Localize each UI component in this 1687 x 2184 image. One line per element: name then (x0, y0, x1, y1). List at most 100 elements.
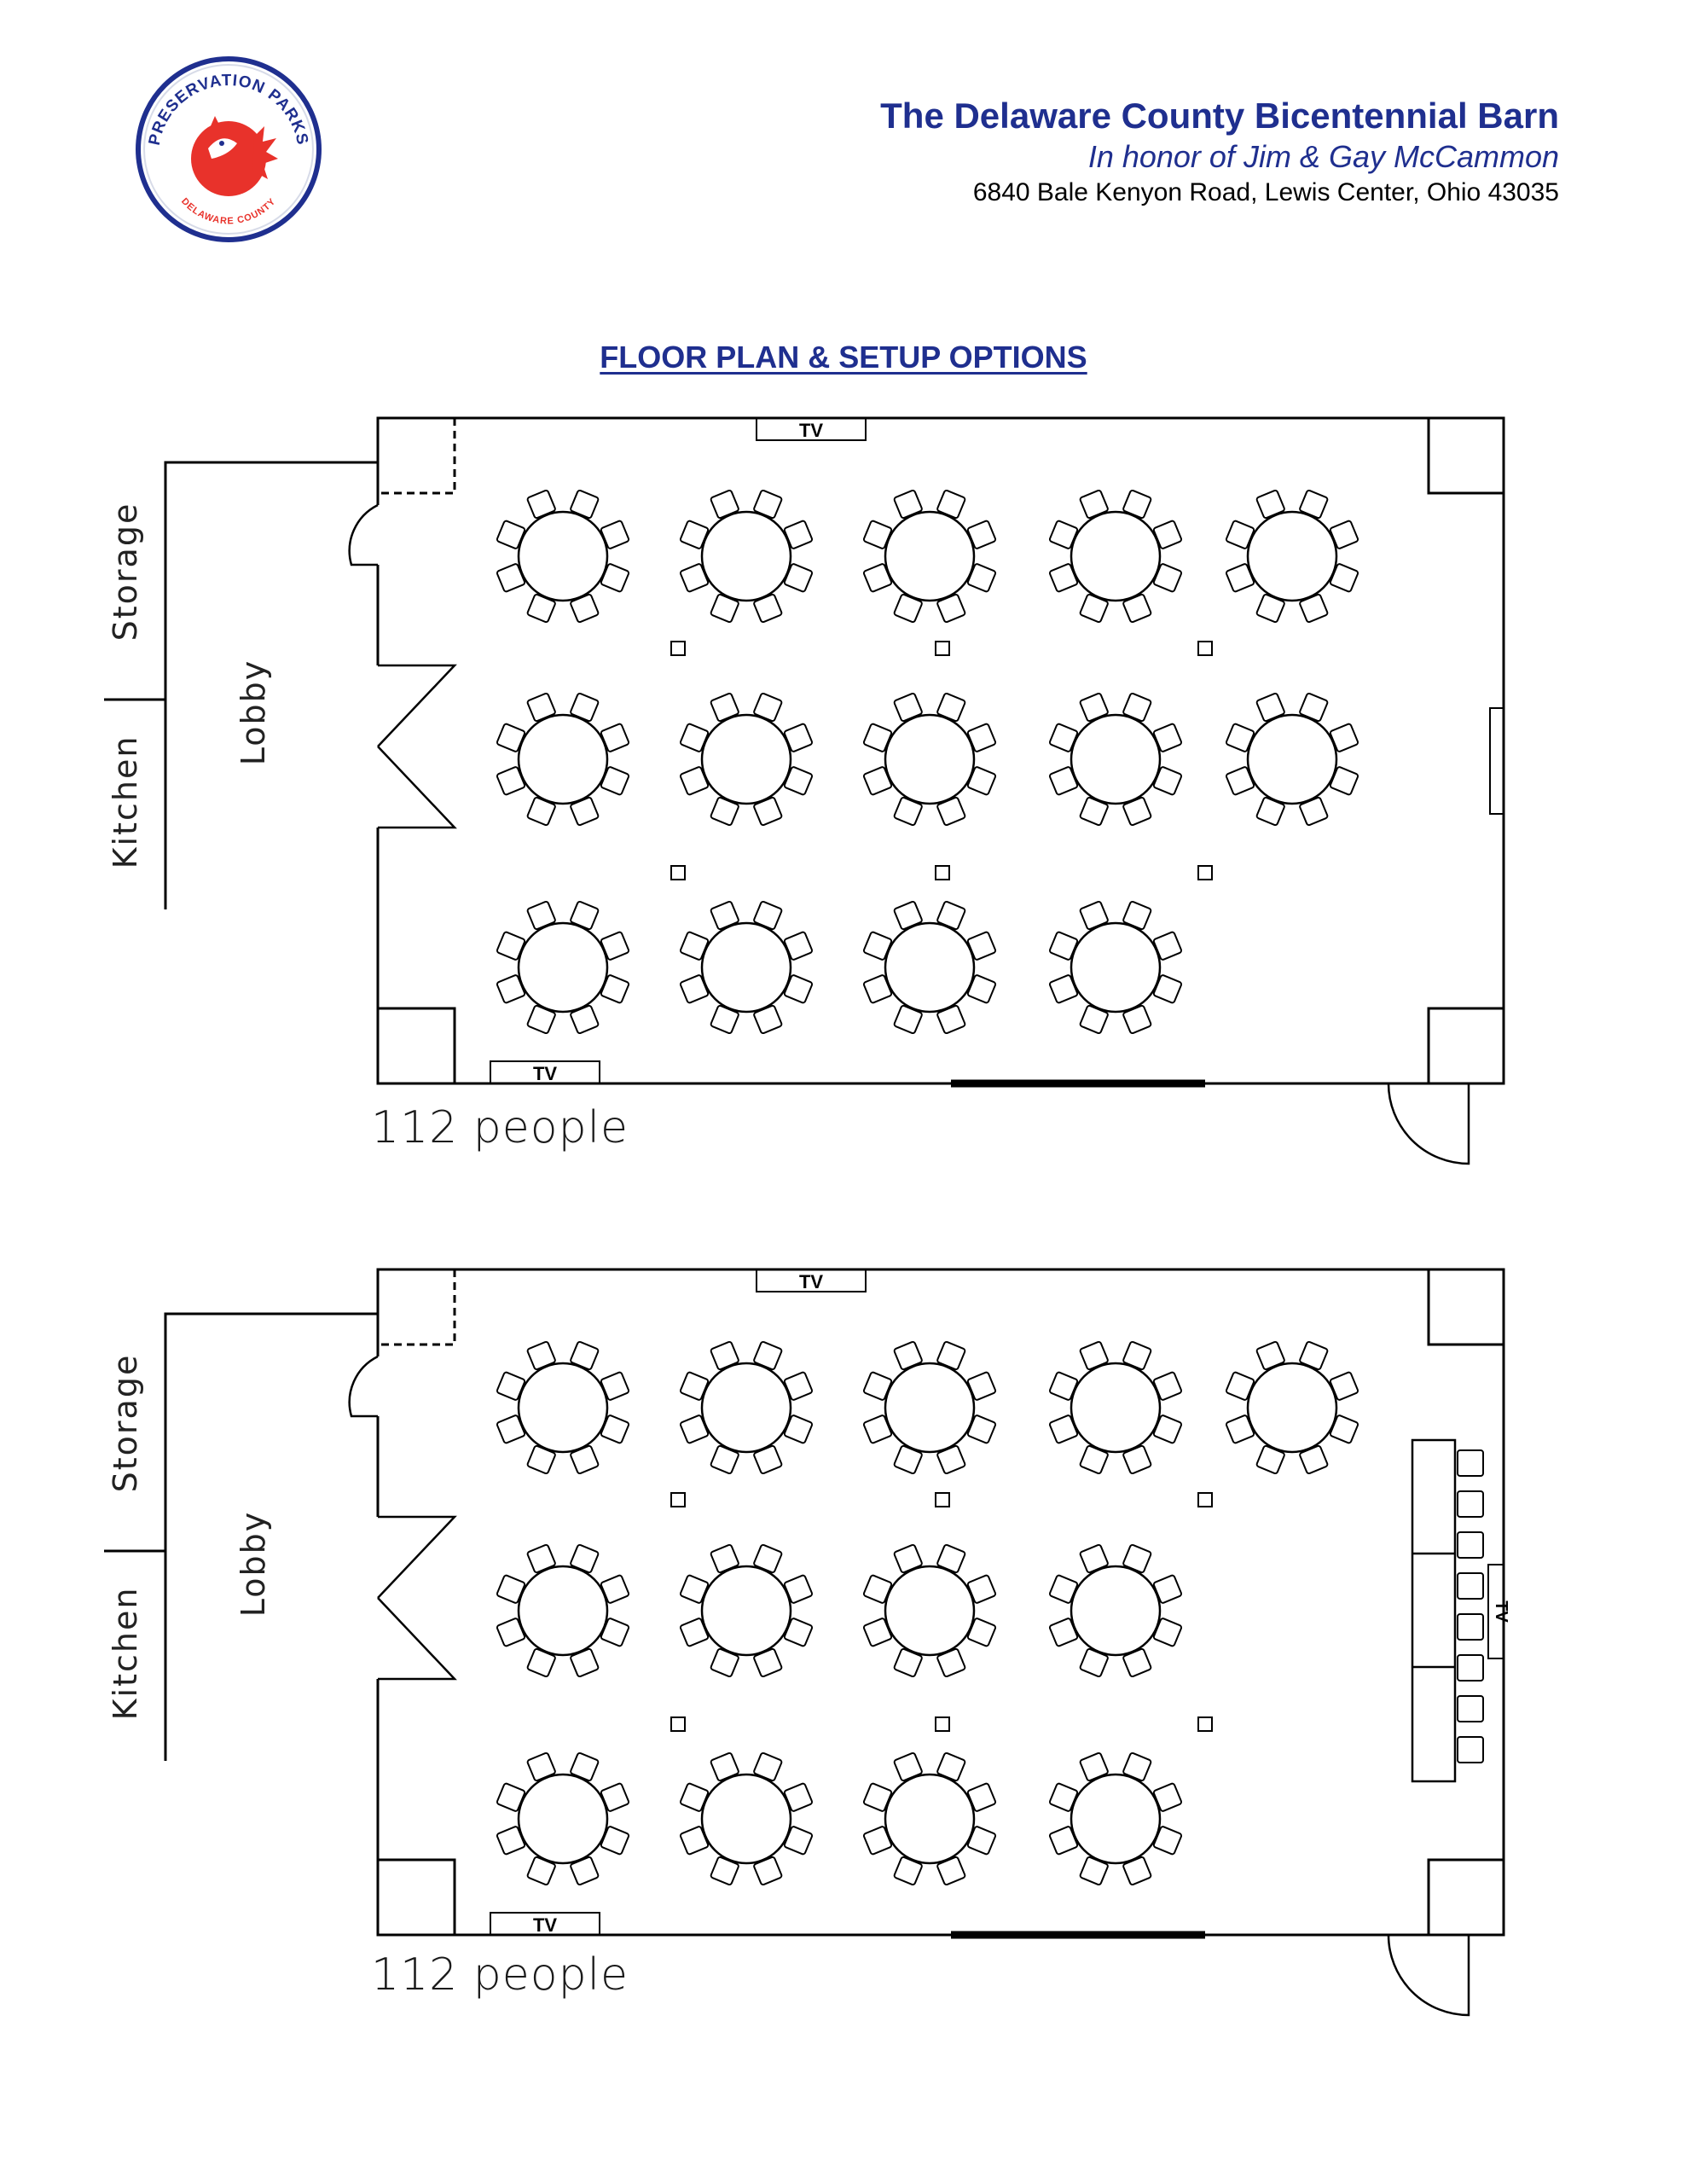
chair (1255, 489, 1285, 520)
chair (1255, 692, 1285, 723)
chair (679, 1782, 710, 1812)
chair (1079, 1340, 1109, 1371)
chair (1048, 974, 1079, 1004)
chair (1152, 931, 1183, 961)
table-top (1070, 921, 1162, 1014)
chair (893, 1444, 923, 1475)
chair (1152, 520, 1183, 549)
kitchen-label: Kitchen (107, 735, 144, 869)
chair (1329, 563, 1359, 593)
tv-bottom-label: TV (533, 1914, 557, 1936)
chair (936, 692, 966, 723)
chair (893, 900, 923, 931)
chair (1329, 723, 1359, 752)
chair (783, 974, 814, 1004)
chair (1225, 766, 1255, 796)
chair (570, 692, 600, 723)
chair (783, 563, 814, 593)
tv-bottom-label: TV (533, 1063, 557, 1084)
chair (936, 593, 966, 624)
support-column (1197, 641, 1213, 656)
support-column (1197, 865, 1213, 880)
lobby-door-top (377, 664, 457, 747)
chair (496, 766, 526, 796)
chair (1299, 796, 1329, 827)
round-table (862, 900, 997, 1035)
annex-wall (164, 1312, 378, 1761)
table-top (700, 1565, 792, 1657)
chair (1079, 1856, 1109, 1886)
chair (679, 974, 710, 1004)
chair (1122, 692, 1152, 723)
chair (679, 1371, 710, 1401)
round-table (496, 692, 630, 827)
chair (1299, 692, 1329, 723)
chair (966, 1826, 997, 1856)
chair (893, 1004, 923, 1035)
corner-box-bottom-left (378, 1007, 456, 1083)
chair (893, 1856, 923, 1886)
chair (783, 1414, 814, 1444)
chair (496, 1371, 526, 1401)
chair (893, 489, 923, 520)
chair (570, 1751, 600, 1782)
round-table (862, 1751, 997, 1886)
lobby-door-bottom (377, 746, 457, 829)
table-top (1246, 1362, 1338, 1454)
chair (783, 520, 814, 549)
table-top (517, 1362, 609, 1454)
head-table (1411, 1438, 1457, 1783)
chair (526, 593, 556, 624)
chair (679, 723, 710, 752)
round-table (1048, 1751, 1183, 1886)
chair (936, 1340, 966, 1371)
table-top (1070, 1773, 1162, 1865)
chair (570, 1444, 600, 1475)
corner-box-bottom-right (1427, 1858, 1504, 1935)
chair (1079, 900, 1109, 931)
table-top (884, 1565, 976, 1657)
chair (1079, 796, 1109, 827)
round-table (496, 1543, 630, 1678)
chair (526, 1543, 556, 1574)
side-tv-label: TV (1492, 1600, 1510, 1623)
chair (1048, 766, 1079, 796)
chair (710, 489, 739, 520)
chair (1079, 1444, 1109, 1475)
chair (1225, 1414, 1255, 1444)
side-tv (1487, 1564, 1504, 1659)
venue-address: 6840 Bale Kenyon Road, Lewis Center, Ohi… (972, 178, 1559, 206)
chair (966, 766, 997, 796)
storage-closet (378, 1269, 456, 1346)
support-column (670, 641, 686, 656)
corner-box-bottom-right (1427, 1007, 1504, 1083)
venue-header: The Delaware County Bicentennial Barn In… (880, 94, 1559, 210)
support-column (935, 865, 950, 880)
chair (1048, 1574, 1079, 1604)
tv-top-label: TV (799, 420, 823, 441)
side-tv (1489, 707, 1504, 815)
chair (1255, 796, 1285, 827)
chair (966, 1574, 997, 1604)
chair (600, 1574, 630, 1604)
chair (753, 593, 783, 624)
chair (1299, 593, 1329, 624)
table-top (700, 1362, 792, 1454)
exit-door (1387, 1934, 1470, 2017)
chair (1079, 1543, 1109, 1574)
tv-top (756, 1269, 867, 1292)
chair (1048, 1782, 1079, 1812)
venue-title: The Delaware County Bicentennial Barn (880, 96, 1559, 136)
chair (1152, 1574, 1183, 1604)
chair (1079, 1004, 1109, 1035)
chair (893, 593, 923, 624)
chair (1152, 974, 1183, 1004)
chair (570, 1856, 600, 1886)
chair (936, 796, 966, 827)
lobby-label: Lobby (235, 659, 272, 765)
chair (783, 1782, 814, 1812)
chair (526, 1444, 556, 1475)
round-table (862, 692, 997, 827)
round-table (862, 1543, 997, 1678)
